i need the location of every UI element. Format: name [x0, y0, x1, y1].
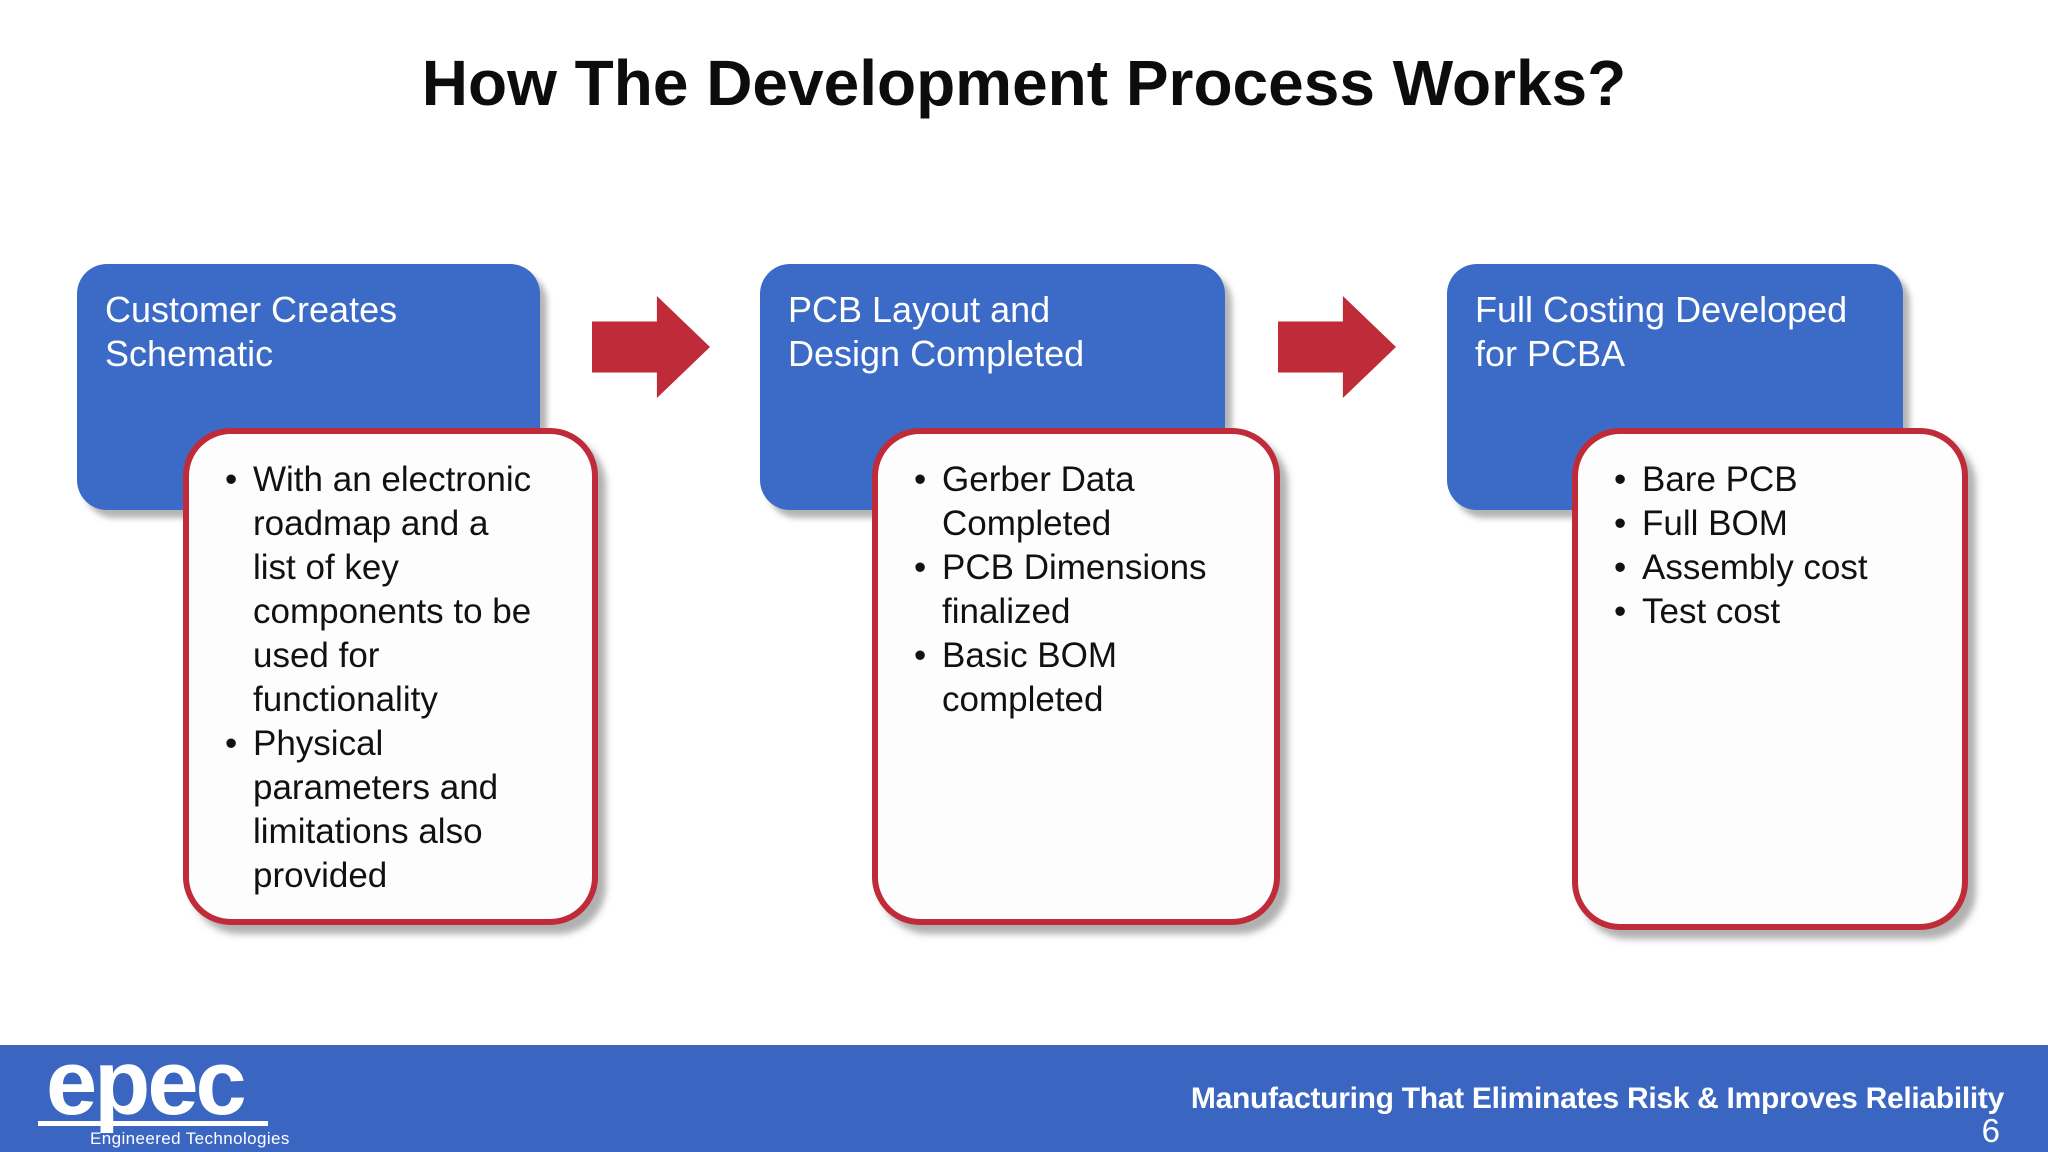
bullet-item: With an electronic roadmap and a list of…: [225, 458, 572, 722]
bullet-item: Test cost: [1614, 590, 1942, 634]
page-number: 6: [1981, 1112, 2000, 1149]
footer-tagline: Manufacturing That Eliminates Risk & Imp…: [1190, 1082, 2004, 1115]
bullet-list-1: With an electronic roadmap and a list of…: [225, 458, 572, 898]
bullet-item: Physical parameters and limitations also…: [225, 722, 572, 898]
right-arrow-icon: [1278, 296, 1396, 398]
process-step-label: Full Costing Developed for PCBA: [1475, 289, 1848, 374]
right-arrow-icon: [592, 296, 710, 398]
bullet-item: Assembly cost: [1614, 546, 1942, 590]
slide-title: How The Development Process Works?: [421, 47, 1627, 119]
bullet-item: PCB Dimensions finalized: [914, 546, 1254, 634]
bullet-item: Bare PCB: [1614, 458, 1942, 502]
bullet-item: Gerber Data Completed: [914, 458, 1254, 546]
bullet-list-2: Gerber Data Completed PCB Dimensions fin…: [914, 458, 1254, 722]
footer-bar: epec Engineered Technologies Manufacturi…: [0, 1037, 2048, 1152]
bullet-list-3: Bare PCB Full BOM Assembly cost Test cos…: [1614, 458, 1942, 634]
epec-logo-subtext: Engineered Technologies: [90, 1129, 290, 1148]
bullet-item: Full BOM: [1614, 502, 1942, 546]
epec-logo-wordmark: epec: [46, 1032, 247, 1134]
epec-logo-underline: [38, 1121, 268, 1126]
callout-box-3: Bare PCB Full BOM Assembly cost Test cos…: [1572, 428, 1968, 930]
callout-box-2: Gerber Data Completed PCB Dimensions fin…: [872, 428, 1280, 925]
process-step-label: Customer Creates Schematic: [105, 289, 398, 374]
bullet-item: Basic BOM completed: [914, 634, 1254, 722]
epec-logo: epec Engineered Technologies: [38, 1032, 298, 1151]
process-step-label: PCB Layout and Design Completed: [788, 289, 1085, 374]
callout-box-1: With an electronic roadmap and a list of…: [183, 428, 598, 925]
